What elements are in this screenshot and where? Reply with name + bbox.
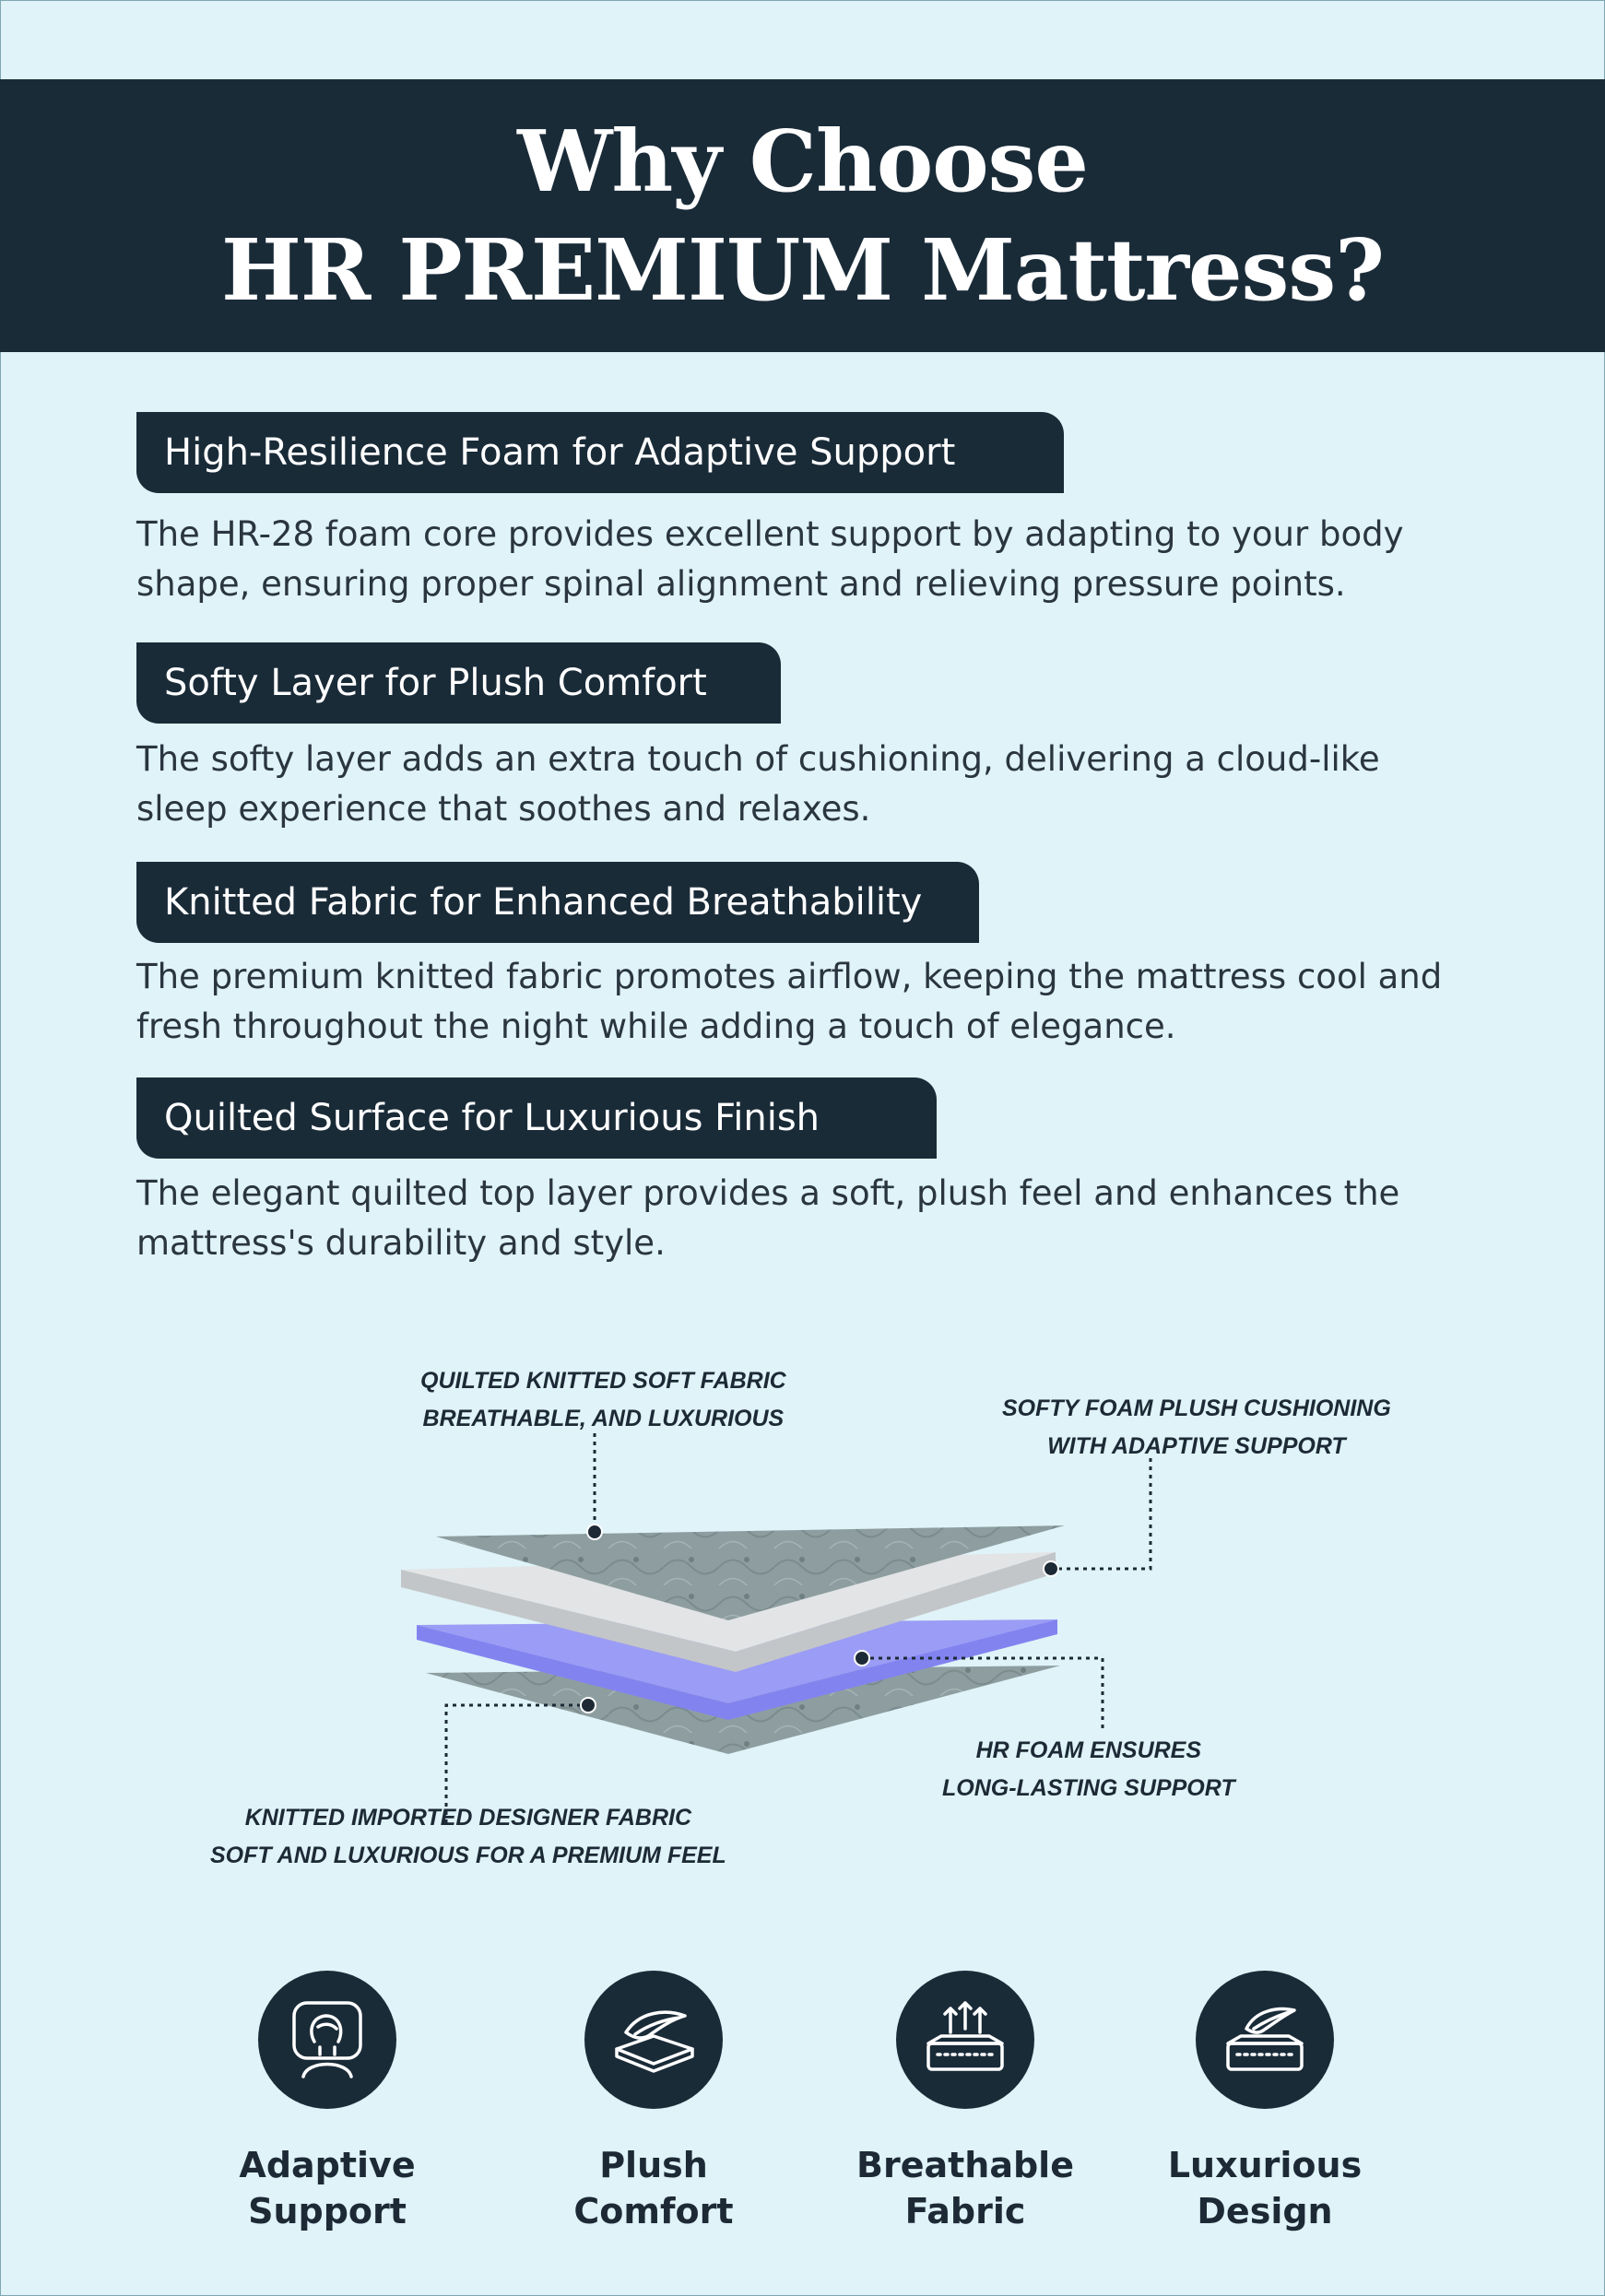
feature-text-knitted-fabric: The premium knitted fabric promotes airf…	[136, 952, 1501, 1052]
feature-label: Plush Comfort	[515, 2142, 792, 2234]
page-title-line2: HR PREMIUM Mattress?	[220, 220, 1385, 320]
feature-label: Luxurious Design	[1127, 2142, 1403, 2234]
feature-text-line: The elegant quilted top layer provides a…	[136, 1173, 1400, 1213]
callout-line: QUILTED KNITTED SOFT FABRIC	[420, 1368, 786, 1394]
callout-line: BREATHABLE, AND LUXURIOUS	[422, 1406, 785, 1431]
feature-label: Breathable Fabric	[827, 2142, 1103, 2234]
feature-breathable-fabric: Breathable Fabric	[827, 1971, 1103, 2234]
feature-text-line: fresh throughout the night while adding …	[136, 1007, 1176, 1046]
feature-heading-knitted-fabric: Knitted Fabric for Enhanced Breathabilit…	[136, 862, 979, 943]
callout-line: KNITTED IMPORTED DESIGNER FABRIC	[244, 1805, 691, 1831]
feature-text-hr-foam: The HR-28 foam core provides excellent s…	[136, 510, 1501, 609]
feather-layers-icon	[584, 1971, 723, 2109]
feature-label-line: Adaptive	[239, 2145, 416, 2185]
feature-text-line: The premium knitted fabric promotes airf…	[136, 957, 1443, 996]
callout-softy-foam: SOFTY FOAM PLUSH CUSHIONING WITH ADAPTIV…	[1002, 1390, 1391, 1466]
feature-plush-comfort: Plush Comfort	[515, 1971, 792, 2234]
callout-line: HR FOAM ENSURES	[975, 1737, 1202, 1763]
pillow-person-icon	[258, 1971, 396, 2109]
feature-text-line: shape, ensuring proper spinal alignment …	[136, 564, 1346, 604]
feature-text-softy-layer: The softy layer adds an extra touch of c…	[136, 735, 1501, 834]
feature-text-line: The softy layer adds an extra touch of c…	[136, 739, 1380, 779]
feature-text-quilted-surface: The elegant quilted top layer provides a…	[136, 1169, 1501, 1268]
feature-text-line: sleep experience that soothes and relaxe…	[136, 789, 871, 829]
feature-heading-softy-layer: Softy Layer for Plush Comfort	[136, 642, 781, 724]
callout-quilted-fabric: QUILTED KNITTED SOFT FABRIC BREATHABLE, …	[420, 1362, 786, 1438]
feature-label-line: Support	[248, 2191, 407, 2231]
callout-line: LONG-LASTING SUPPORT	[942, 1775, 1235, 1801]
feature-text-line: mattress's durability and style.	[136, 1223, 666, 1263]
feature-luxurious-design: Luxurious Design	[1127, 1971, 1403, 2234]
callout-line: WITH ADAPTIVE SUPPORT	[1047, 1433, 1346, 1459]
page-title-line1: Why Choose	[517, 112, 1089, 211]
feature-label: Adaptive Support	[189, 2142, 466, 2234]
feature-adaptive-support: Adaptive Support	[189, 1971, 466, 2234]
feature-label-line: Plush Comfort	[573, 2145, 734, 2231]
feature-text-line: The HR-28 foam core provides excellent s…	[136, 514, 1404, 554]
feather-mattress-icon	[1196, 1971, 1334, 2109]
feature-heading-quilted-surface: Quilted Surface for Luxurious Finish	[136, 1077, 937, 1159]
feature-heading-hr-foam: High-Resilience Foam for Adaptive Suppor…	[136, 412, 1064, 493]
callout-knitted-fabric: KNITTED IMPORTED DESIGNER FABRIC SOFT AN…	[210, 1799, 726, 1875]
feature-label-line: Luxurious	[1167, 2145, 1363, 2185]
feature-label-line: Fabric	[904, 2191, 1026, 2231]
feature-label-line: Breathable	[856, 2145, 1074, 2185]
callout-hr-foam: HR FOAM ENSURES LONG-LASTING SUPPORT	[942, 1732, 1235, 1807]
breathable-mattress-icon	[896, 1971, 1034, 2109]
header-banner: Why Choose HR PREMIUM Mattress?	[0, 79, 1605, 352]
callout-line: SOFT AND LUXURIOUS FOR A PREMIUM FEEL	[210, 1843, 726, 1868]
callout-line: SOFTY FOAM PLUSH CUSHIONING	[1002, 1395, 1391, 1421]
feature-label-line: Design	[1197, 2191, 1333, 2231]
